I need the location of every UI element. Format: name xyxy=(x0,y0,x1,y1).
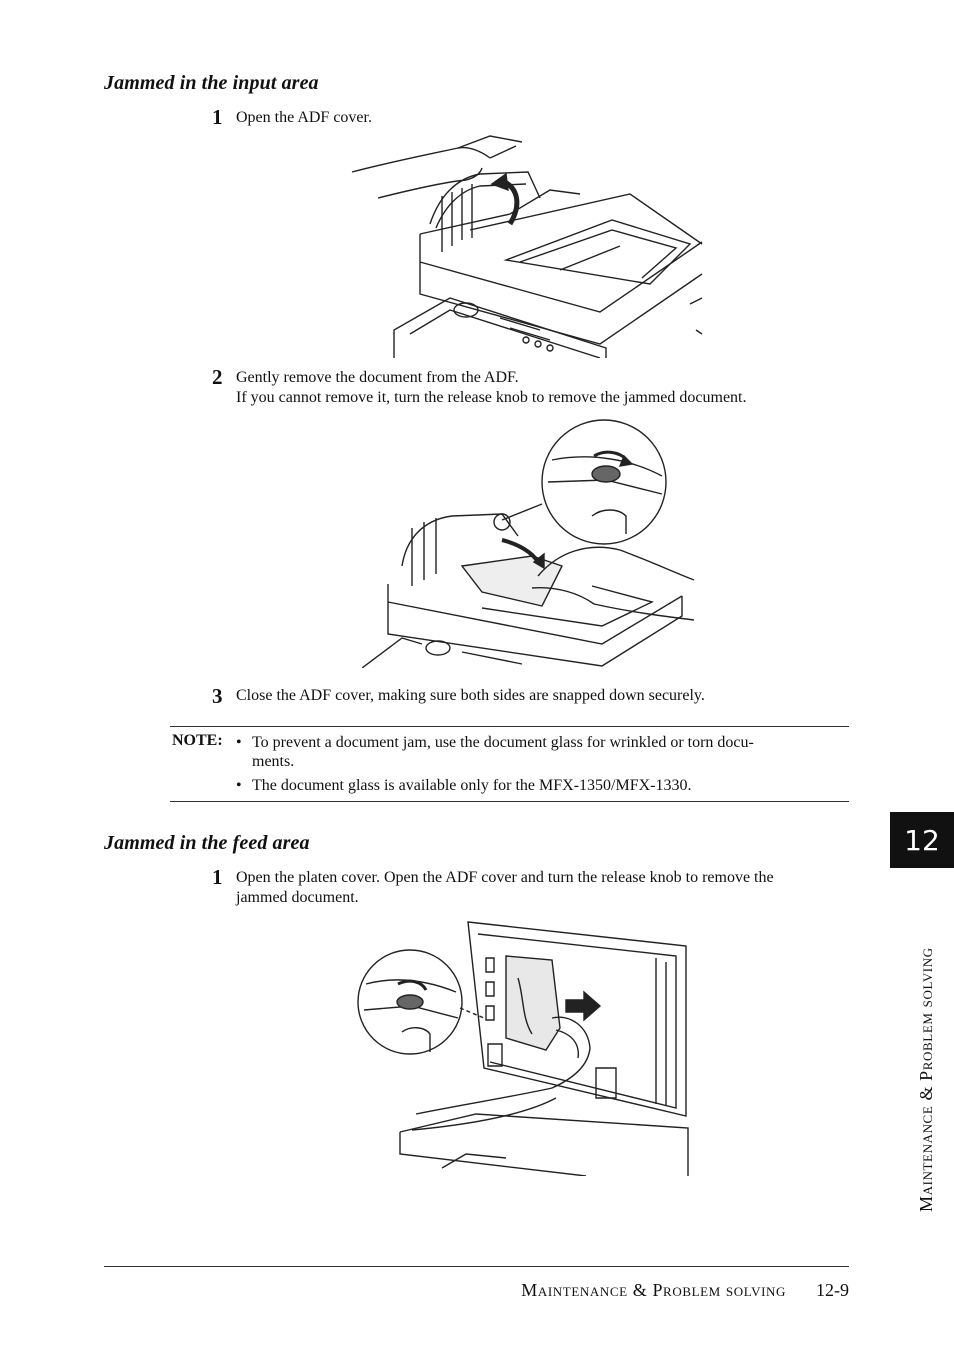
step-line: If you cannot remove it, turn the releas… xyxy=(236,389,747,406)
note-bullet: • xyxy=(236,777,242,794)
step-number: 2 xyxy=(212,365,223,389)
step-line: jammed document. xyxy=(236,889,359,906)
step-line: Open the platen cover. Open the ADF cove… xyxy=(236,869,774,886)
step-number: 1 xyxy=(212,865,223,889)
step-line: Close the ADF cover, making sure both si… xyxy=(236,687,705,704)
note-label: NOTE: xyxy=(172,732,223,749)
step-text: Gently remove the document from the ADF.… xyxy=(236,368,836,408)
note-line: To prevent a document jam, use the docum… xyxy=(252,734,754,751)
section-heading-feed-area: Jammed in the feed area xyxy=(104,832,310,854)
note-line: The document glass is available only for… xyxy=(252,777,692,794)
feed-area-jam-illustration xyxy=(357,921,689,1176)
step-number: 3 xyxy=(212,684,223,708)
note-bottom-rule xyxy=(170,801,849,802)
note-line: ments. xyxy=(252,753,295,770)
footer-page-number: 12-9 xyxy=(816,1280,849,1300)
chapter-tab: 12 xyxy=(890,812,954,868)
step-text: Open the platen cover. Open the ADF cove… xyxy=(236,868,836,908)
step-number: 1 xyxy=(212,105,223,129)
step-line: Open the ADF cover. xyxy=(236,109,372,126)
step-line: Gently remove the document from the ADF. xyxy=(236,369,519,386)
note-bullet: • xyxy=(236,734,242,751)
side-chapter-label: Maintenance & Problem solving xyxy=(916,947,936,1212)
remove-document-illustration xyxy=(362,419,695,668)
open-adf-cover-illustration xyxy=(351,135,703,358)
footer-chapter-label: Maintenance & Problem solving xyxy=(521,1280,786,1300)
step-text: Open the ADF cover. xyxy=(236,108,836,128)
section-heading-input-area: Jammed in the input area xyxy=(104,72,319,94)
chapter-number: 12 xyxy=(904,823,940,857)
footer-rule xyxy=(104,1266,849,1267)
step-text: Close the ADF cover, making sure both si… xyxy=(236,686,836,706)
note-top-rule xyxy=(170,726,849,727)
